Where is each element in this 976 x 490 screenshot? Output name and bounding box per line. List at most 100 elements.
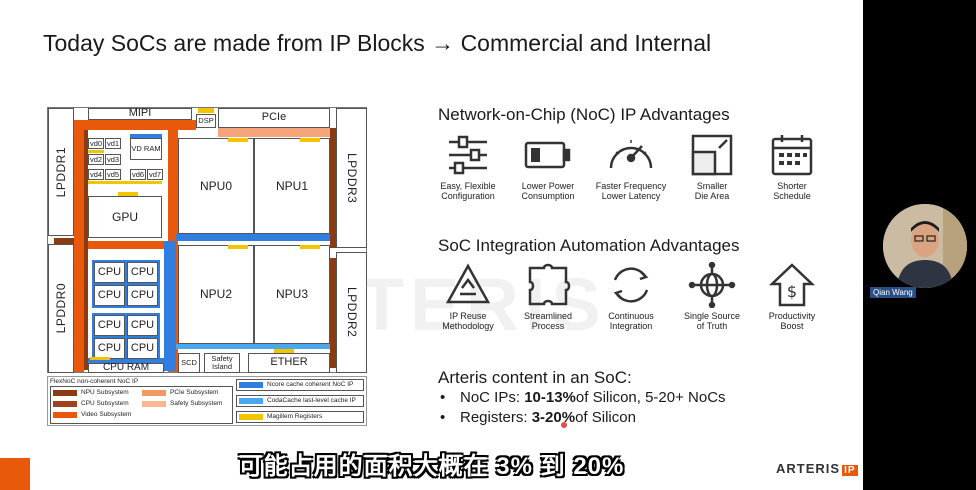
vd-register-mark: [88, 150, 104, 153]
right-brown-bar-2: [330, 258, 336, 368]
lpddr3-block: LPDDR3: [336, 108, 367, 248]
noc-item-die-area: Smaller Die Area: [672, 132, 752, 202]
legend-cpu: CPU Subsystem: [53, 400, 129, 407]
bullet-noc-ips: • NoC IPs: 10-13% of Silicon, 5-20+ NoCs: [440, 389, 726, 406]
house-dollar-icon: $: [768, 263, 816, 307]
pcie-block: PCIe: [218, 108, 330, 128]
npu-swatch: [53, 389, 77, 396]
auto-caption-5a: Productivity: [768, 311, 816, 321]
codacache-swatch: [239, 397, 263, 404]
cpu-block-2: CPU: [127, 262, 158, 283]
legend-codacache-box: [236, 395, 364, 407]
scd-block: SCD: [178, 353, 200, 373]
auto-caption-5b: Boost: [780, 320, 804, 331]
safety-swatch: [142, 400, 166, 407]
cpu-swatch: [53, 400, 77, 407]
cpu-block-1: CPU: [94, 262, 125, 283]
auto-item-single-source: Single Source of Truth: [672, 262, 752, 332]
legend-ncore-box: [236, 379, 364, 391]
npu0-block: NPU0: [178, 138, 254, 234]
auto-caption-2b: Process: [531, 320, 565, 331]
vd-ram-block: VD RAM: [130, 138, 162, 160]
auto-caption-1a: IP Reuse: [449, 311, 487, 321]
sliders-icon: [449, 135, 487, 175]
legend-pcie: PCIe Subsystem: [142, 389, 218, 396]
legend-video: Video Subsystem: [53, 411, 131, 418]
noc-item-frequency: Faster Frequency Lower Latency: [591, 132, 671, 202]
noc-caption-1b: Configuration: [441, 190, 495, 201]
codacache-bar: [176, 344, 330, 349]
noc-caption-3b: Lower Latency: [601, 190, 661, 201]
svg-text:$: $: [787, 282, 797, 301]
legend-safety: Safety Subsystem: [142, 400, 222, 407]
gauge-icon: [609, 140, 653, 169]
cpu-block-8: CPU: [127, 338, 158, 359]
video-subtitle: 可能占用的面积大概在 3% 到 20%: [238, 453, 625, 480]
noc-item-configuration: Easy, Flexible Configuration: [428, 132, 508, 202]
ncore-swatch: [239, 381, 263, 388]
auto-item-continuous: Continuous Integration: [591, 262, 671, 332]
mipi-block: MIPI: [88, 107, 192, 120]
auto-caption-3a: Continuous: [608, 311, 654, 321]
auto-item-streamlined: Streamlined Process: [508, 262, 588, 332]
square-shrink-icon: [691, 134, 733, 176]
cpu-block-4: CPU: [127, 285, 158, 306]
speaker-name-label: Qian Wang: [870, 287, 916, 298]
noc-mid-bar: [74, 241, 178, 249]
npu1-register-mark: [300, 138, 320, 142]
cycle-icon: [613, 267, 649, 303]
auto-caption-1b: Methodology: [442, 320, 494, 331]
dsp-register-mark: [198, 108, 214, 113]
presentation-slide: Today SoCs are made from IP Blocks → Com…: [0, 0, 863, 490]
ncore-horizontal-bar: [176, 234, 330, 241]
vd4-block: vd4: [88, 169, 104, 180]
noc-advantages-heading: Network-on-Chip (NoC) IP Advantages: [438, 105, 730, 124]
vd3-block: vd3: [105, 154, 121, 165]
noc-caption-4a: Smaller: [696, 181, 728, 191]
arteris-content-heading: Arteris content in an SoC:: [438, 368, 632, 387]
slide-title: Today SoCs are made from IP Blocks → Com…: [43, 30, 712, 56]
safety-island-block: Safety Island: [204, 353, 240, 373]
npu3-block: NPU3: [254, 245, 330, 344]
laser-pointer-dot: [561, 422, 567, 428]
noc-caption-2b: Consumption: [521, 190, 575, 201]
noc-item-power: Lower Power Consumption: [508, 132, 588, 202]
recycle-icon: [445, 263, 491, 304]
npu3-register-mark: [300, 245, 320, 249]
noc-item-schedule: Shorter Schedule: [752, 132, 832, 202]
pcie-subsystem-bar: [218, 128, 330, 137]
cpu-block-7: CPU: [94, 338, 125, 359]
cpu-block-5: CPU: [94, 315, 125, 336]
gpu-block: GPU: [88, 196, 162, 238]
right-brown-bar: [330, 128, 336, 248]
legend-title: FlexNoC non-coherent NoC IP: [50, 378, 139, 385]
auto-caption-4a: Single Source: [683, 311, 741, 321]
vd-ram-top-bar: [130, 134, 162, 138]
cpu-ncore-bar: [88, 358, 168, 364]
vd1-block: vd1: [105, 138, 121, 149]
npu1-block: NPU1: [254, 138, 330, 234]
bullet-registers: • Registers: 3-20% of Silicon: [440, 409, 636, 426]
vd7-block: vd7: [147, 169, 163, 180]
pcie-swatch: [142, 389, 166, 396]
noc-caption-1a: Easy, Flexible: [440, 181, 496, 191]
vd6-block: vd6: [130, 169, 146, 180]
auto-caption-3b: Integration: [609, 320, 653, 331]
ether-block: ETHER: [248, 353, 330, 373]
auto-caption-4b: of Truth: [696, 320, 728, 331]
legend-npu: NPU Subsystem: [53, 389, 129, 396]
lpddr0-block: LPDDR0: [48, 244, 74, 373]
dsp-block: DSP: [196, 114, 216, 128]
calendar-icon: [771, 135, 813, 176]
vd5-block: vd5: [105, 169, 121, 180]
gpu-register-mark: [118, 192, 138, 196]
soc-legend: FlexNoC non-coherent NoC IP NPU Subsyste…: [47, 376, 367, 426]
speaker-avatar-icon: [883, 204, 967, 288]
video-swatch: [53, 411, 77, 418]
speaker-webcam: [883, 204, 967, 288]
noc-caption-5a: Shorter: [777, 181, 807, 191]
magillem-swatch: [239, 413, 263, 420]
npu-subsystem-line: [84, 130, 88, 370]
npu2-block: NPU2: [178, 245, 254, 344]
